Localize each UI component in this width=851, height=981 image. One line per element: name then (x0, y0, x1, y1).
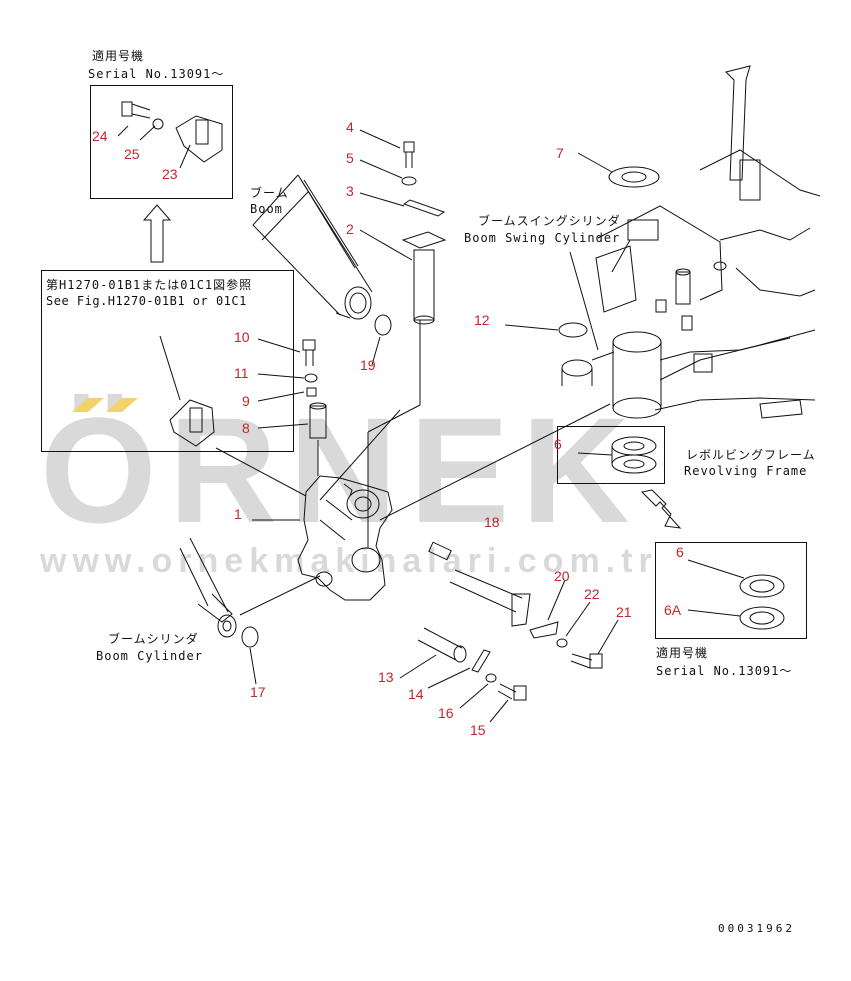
part-13-pin (417, 627, 467, 663)
part-6-right-shims (739, 574, 785, 630)
callout-6-right: 6 (676, 544, 684, 560)
watermark-logo: ÖRNEK (40, 386, 642, 554)
part-19-shim (374, 314, 392, 336)
leader-lines (117, 125, 745, 723)
callout-22: 22 (584, 586, 600, 602)
part-10-bolt (302, 339, 316, 366)
part-20-plate (529, 621, 559, 639)
callout-15: 15 (470, 722, 486, 738)
see-fig-bracket (169, 399, 215, 447)
label-boom-swing-jp: ブームスイングシリンダ (478, 214, 621, 228)
inset-box-right (655, 542, 807, 639)
inset-box-top-left (90, 85, 233, 199)
swing-cylinder (561, 331, 662, 419)
part-15-bolt (497, 683, 527, 701)
callout-6: 6 (554, 436, 562, 452)
callout-6a: 6A (664, 602, 682, 618)
part-12-washer (558, 322, 588, 338)
part-17-shim (241, 626, 259, 648)
part-16-washer (485, 673, 497, 683)
boom-cylinder-end (179, 537, 237, 638)
label-revolving-jp: レボルビングフレーム (686, 448, 816, 462)
note-see-fig-en: See Fig.H1270-01B1 or 01C1 (46, 294, 247, 308)
part-7-hole (621, 171, 647, 183)
part-21-bolt (570, 653, 603, 669)
up-arrow (142, 204, 172, 263)
callout-3: 3 (346, 183, 354, 199)
callout-2: 2 (346, 221, 354, 237)
part-4-bolt (403, 141, 415, 168)
part-2-pin (401, 231, 447, 325)
drawing-number: 00031962 (718, 922, 795, 935)
inset-box-see-fig (41, 270, 294, 452)
part-8-bushing (309, 402, 327, 439)
callout-8: 8 (242, 420, 250, 436)
label-revolving-en: Revolving Frame (684, 464, 808, 478)
part-23-bracket (175, 115, 223, 163)
note-top-left-jp: 適用号機 (92, 49, 145, 63)
part-3-plate (402, 199, 446, 217)
callout-14: 14 (408, 686, 424, 702)
callout-1: 1 (234, 506, 242, 522)
callout-16: 16 (438, 705, 454, 721)
callout-25: 25 (124, 146, 140, 162)
callout-9: 9 (242, 393, 250, 409)
callout-4: 4 (346, 119, 354, 135)
label-boom-cyl-jp: ブームシリンダ (108, 632, 199, 646)
part-22-washer (556, 638, 568, 648)
part-7-washer (608, 166, 660, 188)
watermark-accent-1 (72, 398, 104, 412)
inset-box-part6 (557, 426, 665, 484)
callout-20: 20 (554, 568, 570, 584)
label-boom-cyl-en: Boom Cylinder (96, 649, 203, 663)
callout-17: 17 (250, 684, 266, 700)
watermark-accent-2 (106, 398, 138, 412)
callout-18: 18 (484, 514, 500, 530)
callout-5: 5 (346, 150, 354, 166)
note-see-fig-jp: 第H1270-01B1または01C1図参照 (46, 278, 253, 292)
callout-7: 7 (556, 145, 564, 161)
label-boom-swing-en: Boom Swing Cylinder (464, 231, 621, 245)
label-boom-jp: ブーム (250, 186, 289, 200)
part-9-nut (306, 387, 317, 397)
part-5-washer (401, 176, 417, 186)
callout-11: 11 (234, 365, 249, 381)
callout-24: 24 (92, 128, 108, 144)
note-right-en: Serial No.13091～ (656, 664, 793, 678)
part-1-bracket (297, 475, 393, 601)
part-18-pin (428, 541, 531, 627)
callout-19: 19 (360, 357, 376, 373)
part-11-washer (304, 373, 318, 383)
note-right-jp: 適用号機 (656, 646, 709, 660)
callout-10: 10 (234, 329, 250, 345)
note-top-left-en: Serial No.13091～ (88, 67, 225, 81)
callout-23: 23 (162, 166, 178, 182)
revolving-frame (595, 65, 821, 419)
down-right-arrow (640, 489, 682, 529)
part-24-bolt (121, 101, 151, 119)
callout-13: 13 (378, 669, 394, 685)
boom-arm (252, 174, 373, 320)
part-14-plate (471, 649, 491, 673)
label-boom-en: Boom (250, 202, 283, 216)
callout-21: 21 (616, 604, 632, 620)
callout-12: 12 (474, 312, 490, 328)
watermark-url: www.ornekmakinalari.com.tr (40, 542, 658, 580)
part-25-washer (152, 118, 164, 130)
